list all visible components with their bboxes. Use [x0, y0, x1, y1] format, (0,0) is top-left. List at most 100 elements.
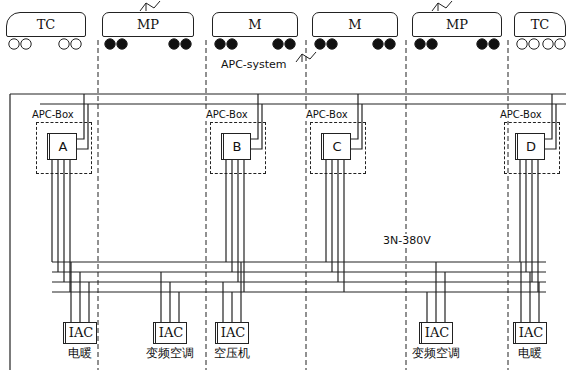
- train-car: M: [312, 12, 398, 37]
- train-car: TC: [514, 12, 566, 37]
- output-wire: [525, 159, 526, 272]
- converter-box: D: [515, 133, 545, 160]
- output-wire: [57, 159, 58, 272]
- car-divider: [508, 40, 509, 370]
- converter-letter: C: [332, 139, 341, 154]
- feeder-wire: [350, 94, 358, 139]
- box-heading: APC-Box: [205, 109, 249, 121]
- unit-name: IAC: [419, 322, 453, 344]
- unit-name: IAC: [215, 322, 249, 344]
- apc-box: APC-BoxA: [36, 122, 92, 174]
- load-wire: [520, 262, 521, 322]
- apc-box: APC-BoxB: [210, 122, 266, 174]
- wheel: [21, 39, 31, 49]
- car-type: TC: [37, 17, 56, 32]
- load-wire: [529, 272, 530, 322]
- load-name: 变频空调: [145, 345, 195, 361]
- load-name: 变频空调: [411, 345, 461, 361]
- load-name: 电暖: [67, 345, 93, 361]
- wheel: [327, 39, 337, 49]
- wheel: [9, 39, 19, 49]
- wheel: [169, 39, 179, 49]
- pantograph-symbol: [302, 54, 303, 62]
- pantograph-symbol: [432, 1, 452, 11]
- unit-name: IAC: [513, 322, 547, 344]
- box-heading: APC-Box: [31, 109, 75, 121]
- output-wire: [225, 159, 226, 262]
- train-car: M: [212, 12, 298, 37]
- wheel: [315, 39, 325, 49]
- output-wire: [237, 159, 238, 282]
- iac-unit: IAC空压机: [213, 322, 251, 361]
- train-car: MP: [102, 12, 194, 37]
- output-wire: [231, 159, 232, 272]
- feeder-wire: [544, 104, 556, 149]
- wheel: [489, 39, 499, 49]
- converter-box: A: [47, 133, 77, 160]
- wheel: [227, 39, 237, 49]
- output-bus: [52, 261, 546, 262]
- apc-box: APC-BoxC: [310, 122, 366, 174]
- converter-letter: D: [526, 139, 536, 154]
- voltage-label: 3N-380V: [382, 234, 432, 247]
- feeder-wire: [250, 104, 262, 149]
- car-type: MP: [137, 17, 159, 32]
- load-wire: [160, 272, 161, 322]
- wheel: [273, 39, 283, 49]
- unit-name: IAC: [153, 322, 187, 344]
- output-wire: [63, 159, 64, 282]
- wheel: [59, 39, 69, 49]
- output-wire: [519, 159, 520, 262]
- car-divider: [306, 40, 307, 370]
- load-name: 空压机: [213, 345, 251, 361]
- load-wire: [222, 282, 223, 322]
- pantograph-symbol: [296, 52, 316, 62]
- feeder-wire: [544, 94, 552, 139]
- car-type: M: [348, 17, 361, 32]
- converter-letter: A: [59, 139, 68, 154]
- wheel: [477, 39, 487, 49]
- load-wire: [240, 262, 241, 322]
- output-bus: [52, 271, 546, 272]
- load-name: 电暖: [517, 345, 543, 361]
- load-wire: [70, 262, 71, 322]
- wheel: [529, 39, 539, 49]
- converter-letter: B: [233, 139, 242, 154]
- supply-bus: [40, 103, 566, 104]
- car-type: TC: [531, 17, 550, 32]
- supply-bus: [10, 93, 566, 94]
- car-type: M: [248, 17, 261, 32]
- wheel: [555, 39, 565, 49]
- iac-unit: IAC变频空调: [411, 322, 461, 361]
- output-wire: [51, 159, 52, 262]
- car-type: MP: [446, 17, 468, 32]
- car-divider: [206, 40, 207, 370]
- supply-bus: [9, 94, 10, 370]
- output-bus: [52, 281, 546, 282]
- car-divider: [406, 40, 407, 370]
- output-wire: [331, 159, 332, 272]
- feeder-wire: [250, 94, 258, 139]
- iac-unit: IAC电暖: [513, 322, 547, 361]
- apc-box: APC-BoxD: [504, 122, 560, 174]
- box-heading: APC-Box: [499, 109, 543, 121]
- load-wire: [444, 272, 445, 322]
- wheel: [517, 39, 527, 49]
- load-wire: [79, 272, 80, 322]
- converter-box: C: [321, 133, 351, 160]
- load-wire: [231, 292, 232, 322]
- output-wire: [337, 159, 338, 282]
- output-wire: [531, 159, 532, 282]
- load-wire: [169, 282, 170, 322]
- car-divider: [98, 40, 99, 370]
- wheel: [285, 39, 295, 49]
- wheel: [427, 39, 437, 49]
- pantograph-symbol: [438, 3, 439, 11]
- unit-name: IAC: [63, 322, 97, 344]
- load-wire: [178, 292, 179, 322]
- wheel: [415, 39, 425, 49]
- system-label: APC-system: [220, 58, 288, 71]
- wheel: [181, 39, 191, 49]
